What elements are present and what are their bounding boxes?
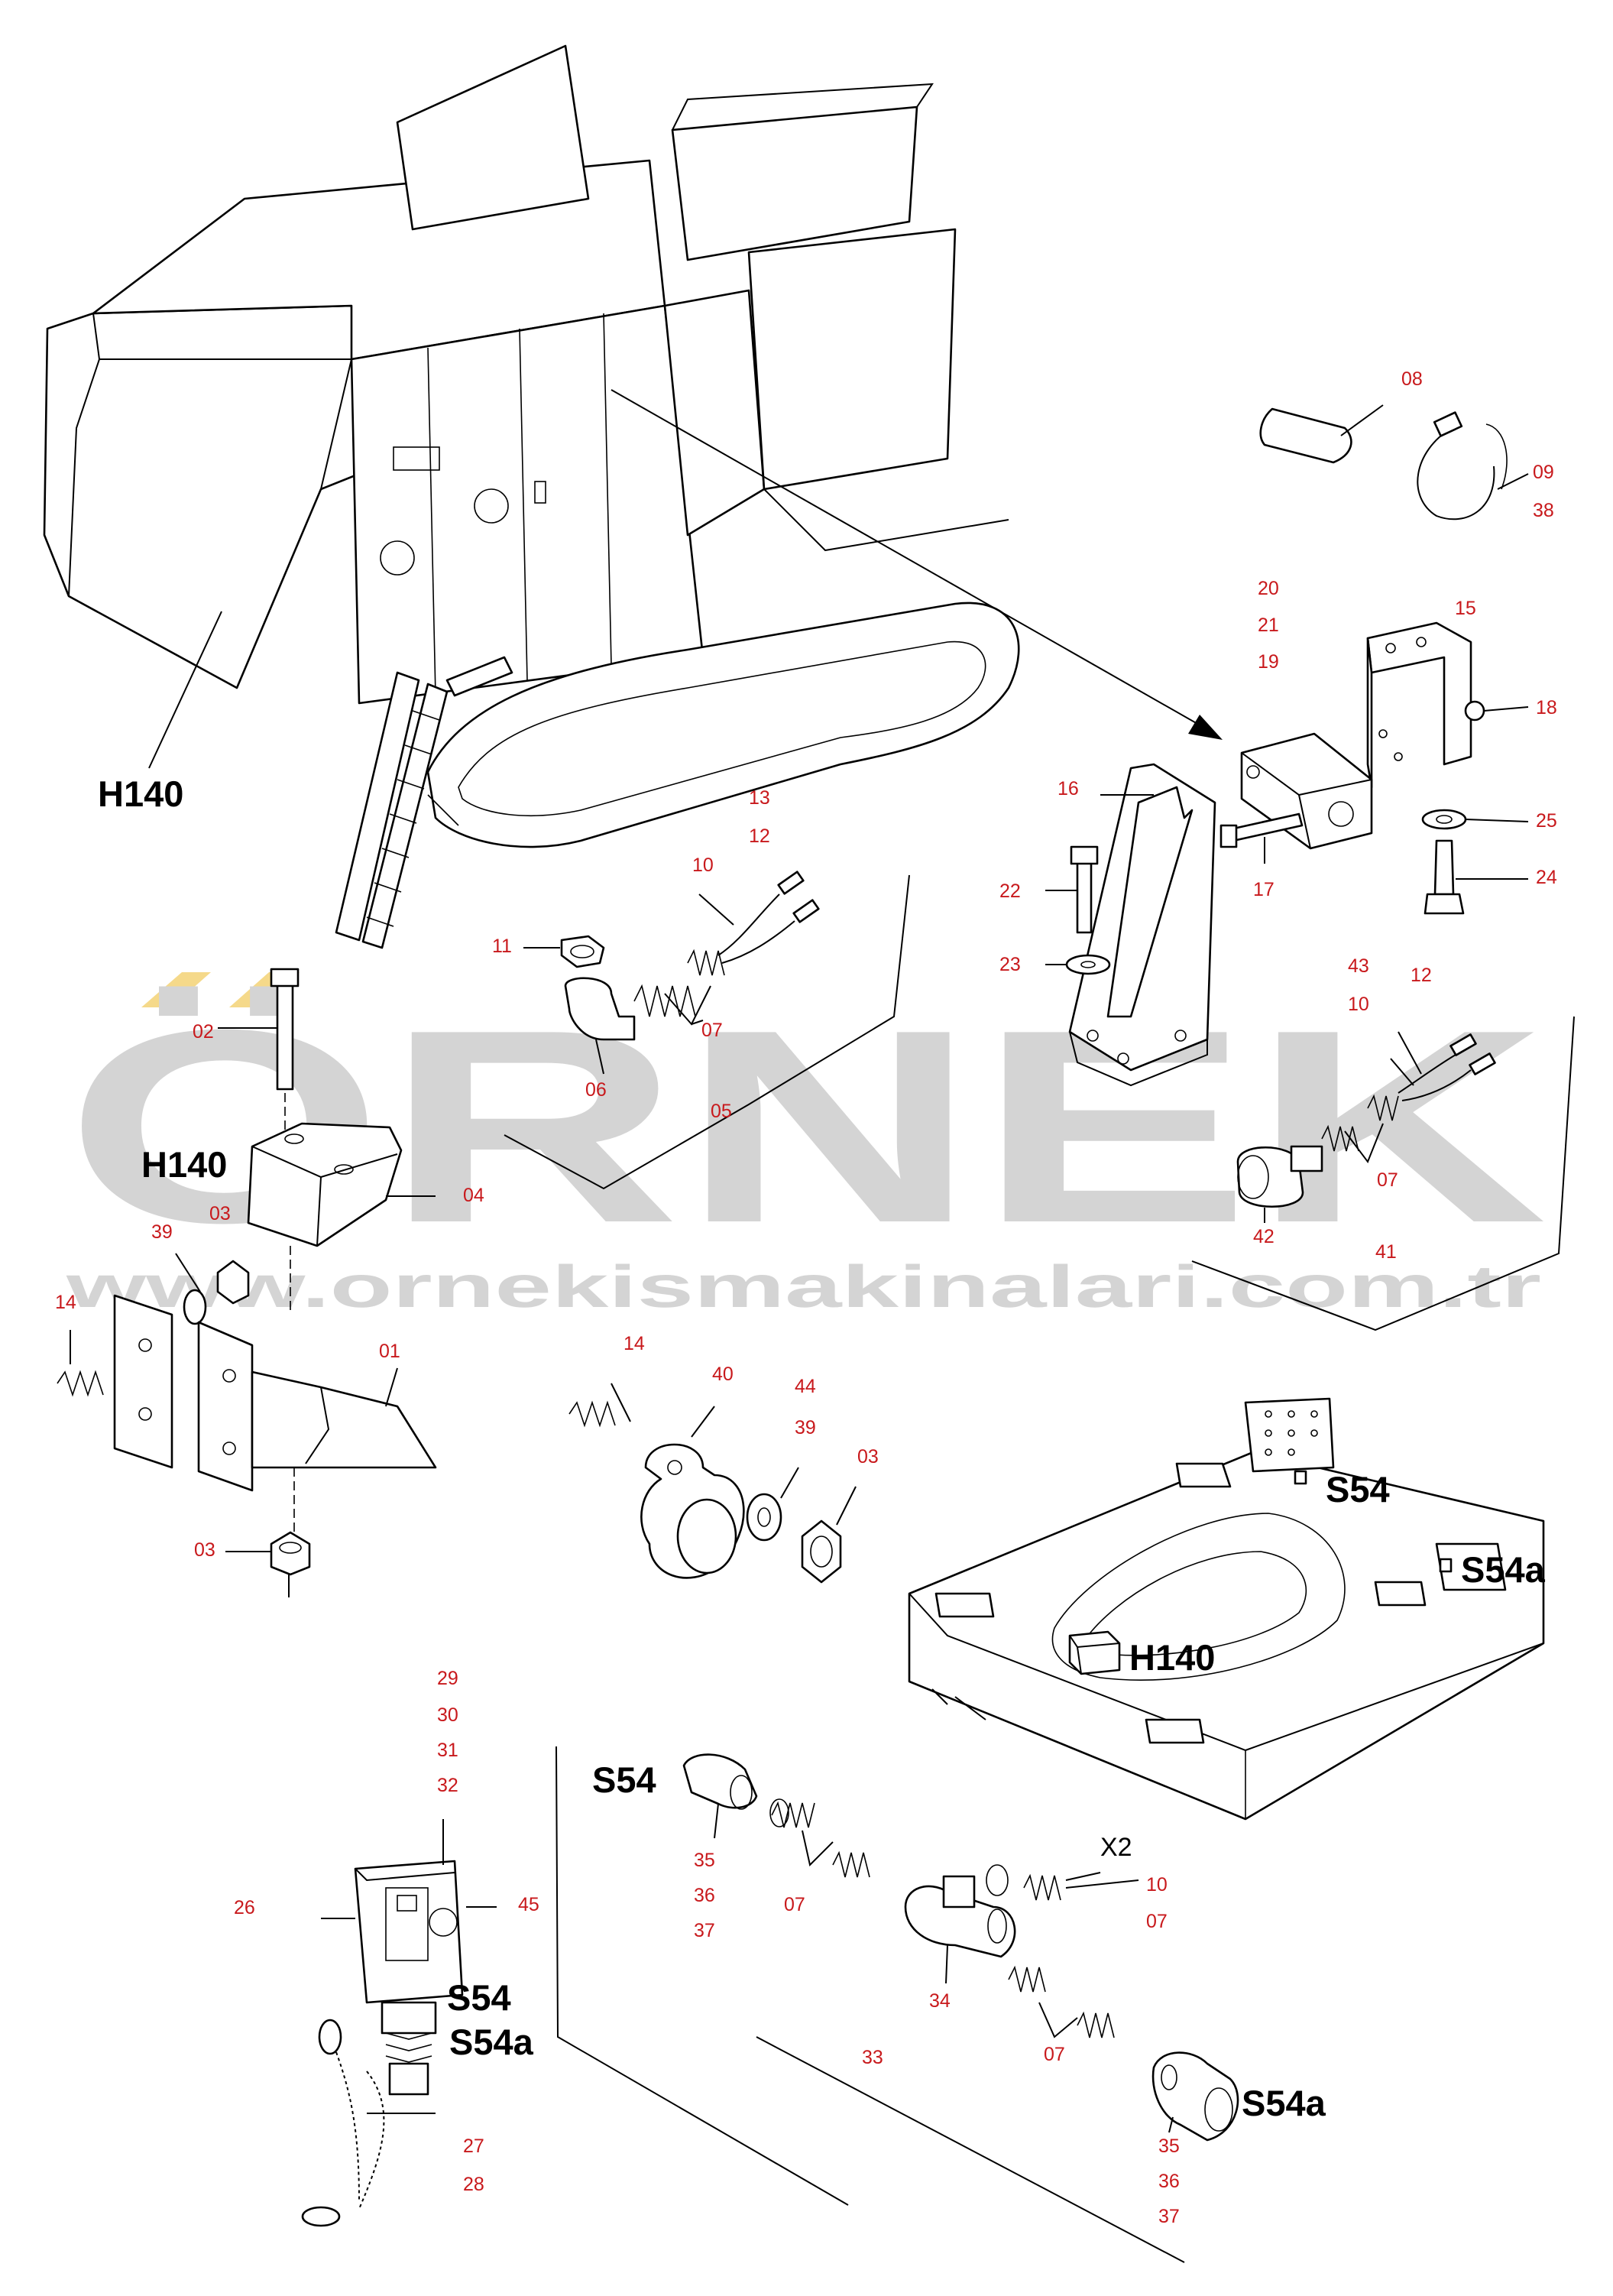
s54a-frame-label: S54a (1461, 1549, 1546, 1590)
part-number: 14 (55, 1292, 76, 1313)
part-number: 07 (1377, 1169, 1398, 1191)
part-number: 13 (749, 787, 770, 809)
part-number: 19 (1258, 651, 1279, 673)
part-number: 03 (209, 1203, 231, 1224)
part-number: 18 (1536, 697, 1557, 718)
part-number: 07 (701, 1020, 723, 1041)
part-number: 23 (999, 954, 1021, 975)
part-number: 10 (1348, 994, 1369, 1015)
part-number: 03 (194, 1539, 215, 1561)
part-number: 10 (1146, 1874, 1168, 1895)
part-number: 37 (694, 1920, 715, 1941)
part-number: 21 (1258, 615, 1279, 636)
part-number: 36 (1158, 2171, 1180, 2192)
part-number: 11 (492, 936, 512, 957)
part-number: 05 (711, 1101, 732, 1122)
part-number: 07 (1044, 2044, 1065, 2065)
hose-segment-part (1259, 404, 1384, 464)
part-number: 08 (1401, 368, 1423, 390)
part-number: 30 (437, 1704, 458, 1726)
part-number: 31 (437, 1740, 458, 1761)
part-number: 06 (585, 1079, 607, 1101)
part-number: 32 (437, 1775, 458, 1796)
part-number: 41 (1375, 1241, 1397, 1263)
part-number: 04 (463, 1185, 484, 1206)
part-number: 03 (857, 1446, 879, 1467)
x2-label: X2 (1100, 1833, 1132, 1862)
part-number: 33 (862, 2047, 883, 2068)
s54a-hose-label: S54a (1242, 2083, 1326, 2123)
h140-frame-label: H140 (1129, 1637, 1215, 1678)
part-number: 24 (1536, 867, 1557, 888)
pressure-switch-26 (301, 1819, 497, 2227)
s54-switch-label: S54 (447, 1977, 511, 2018)
part-number: 35 (1158, 2135, 1180, 2157)
part-number: 27 (463, 2135, 484, 2157)
part-number: 02 (193, 1021, 214, 1043)
s54-frame-label: S54 (1326, 1469, 1390, 1510)
part-number: 40 (712, 1364, 734, 1385)
part-number: 43 (1348, 955, 1369, 977)
part-number: 12 (749, 825, 770, 847)
h140-box-label: H140 (141, 1144, 227, 1185)
part-number: 09 (1533, 462, 1554, 483)
part-number: 01 (379, 1341, 400, 1362)
box-mount-assembly (57, 968, 437, 1597)
part-number: 25 (1536, 810, 1557, 832)
hose-clamp-part (1417, 411, 1529, 520)
part-number: 39 (151, 1221, 173, 1243)
hose-clamp-assembly-40 (568, 1383, 857, 1584)
connector-assembly-41 (1191, 1016, 1575, 1331)
part-numbers: 08 09 38 20 21 19 15 18 25 24 17 16 22 2… (55, 368, 1557, 2227)
part-number: 26 (234, 1897, 255, 1918)
part-number: 45 (518, 1894, 539, 1915)
part-number: 12 (1411, 965, 1432, 986)
h140-machine-label: H140 (98, 773, 183, 814)
part-number: 44 (795, 1376, 816, 1397)
part-number: 20 (1258, 578, 1279, 599)
part-number: 42 (1253, 1226, 1275, 1247)
s54a-switch-label: S54a (449, 2022, 534, 2062)
part-number: 34 (929, 1990, 951, 2012)
connector-assembly-05 (504, 871, 910, 1190)
watermark-accent-left (141, 972, 211, 1007)
bracket-assembly (1045, 621, 1529, 1087)
watermark-url: www.ornekismakinalari.com.tr (65, 1253, 1541, 1320)
part-number: 07 (784, 1894, 805, 1915)
hose-assembly-33 (555, 1746, 1239, 2263)
part-number: 29 (437, 1668, 458, 1689)
part-number: 37 (1158, 2206, 1180, 2227)
part-number: 15 (1455, 598, 1476, 619)
part-number: 22 (999, 880, 1021, 902)
undercarriage-frame (908, 1397, 1545, 1821)
s54-hose-label: S54 (592, 1759, 656, 1800)
part-number: 38 (1533, 500, 1554, 521)
part-number: 28 (463, 2174, 484, 2195)
machine-illustration (43, 44, 1223, 949)
part-number: 36 (694, 1885, 715, 1906)
part-number: 39 (795, 1417, 816, 1438)
part-number: 07 (1146, 1911, 1168, 1932)
part-number: 17 (1253, 879, 1275, 900)
part-number: 14 (623, 1333, 645, 1354)
part-number: 35 (694, 1850, 715, 1871)
part-number: 10 (692, 855, 714, 876)
part-number: 16 (1058, 778, 1079, 799)
